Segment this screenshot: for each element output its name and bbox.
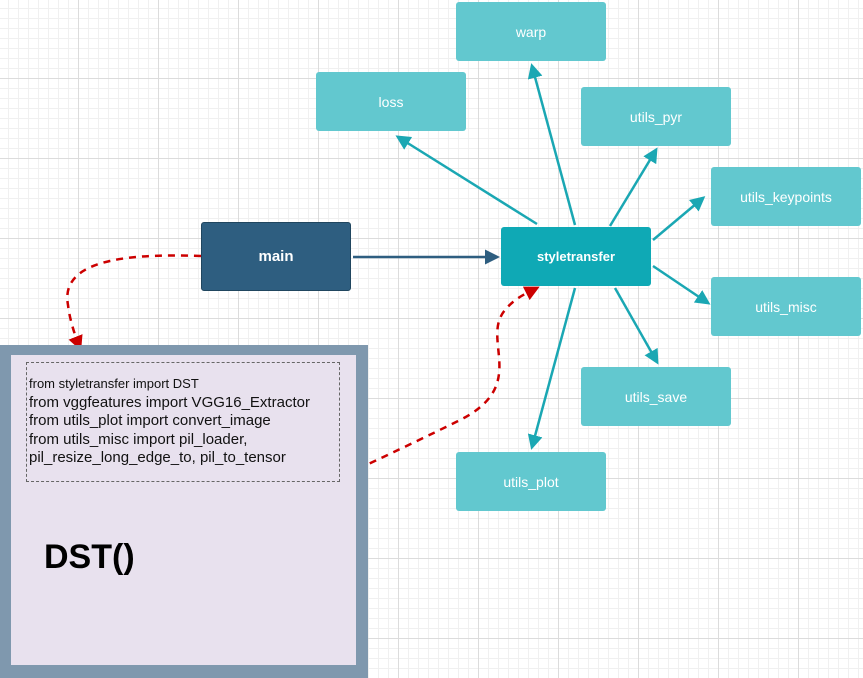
node-utils-keypoints-label: utils_keypoints	[740, 188, 832, 205]
node-warp[interactable]: warp	[456, 2, 606, 61]
node-styletransfer-label: styletransfer	[536, 249, 616, 264]
dst-call[interactable]: DST()	[44, 538, 135, 576]
edge-styletransfer-utils-plot	[527, 287, 577, 450]
node-utils-keypoints[interactable]: utils_keypoints	[711, 167, 861, 226]
node-styletransfer[interactable]: styletransfer	[501, 227, 651, 286]
edge-styletransfer-utils-save	[613, 287, 659, 365]
node-utils-pyr-label: utils_pyr	[629, 108, 683, 125]
node-utils-misc[interactable]: utils_misc	[711, 277, 861, 336]
edge-styletransfer-warp	[527, 63, 577, 226]
node-utils-pyr[interactable]: utils_pyr	[581, 87, 731, 146]
code-panel: from styletransfer import DST from vggfe…	[0, 345, 368, 678]
edge-styletransfer-utils-misc	[652, 264, 711, 305]
node-utils-save[interactable]: utils_save	[581, 367, 731, 426]
node-loss[interactable]: loss	[316, 72, 466, 131]
node-warp-label: warp	[515, 23, 547, 40]
import-line: from styletransfer import DST	[29, 376, 199, 391]
import-line: from utils_misc import pil_loader,	[29, 430, 248, 448]
node-utils-plot-label: utils_plot	[503, 473, 559, 490]
node-utils-misc-label: utils_misc	[755, 298, 817, 315]
node-loss-label: loss	[378, 93, 404, 110]
edge-styletransfer-loss	[395, 135, 538, 226]
import-line: from vggfeatures import VGG16_Extractor	[29, 393, 310, 411]
import-block[interactable]: from styletransfer import DST from vggfe…	[26, 362, 340, 482]
edge-styletransfer-utils-keypoints	[652, 196, 706, 241]
import-line: from utils_plot import convert_image	[29, 412, 271, 429]
dashed-arrow-main-to-code	[66, 254, 202, 351]
import-line: pil_resize_long_edge_to, pil_to_tensor	[29, 449, 286, 466]
node-main[interactable]: main	[201, 222, 351, 291]
node-main-label: main	[258, 248, 294, 265]
edge-styletransfer-utils-pyr	[608, 147, 658, 227]
node-utils-save-label: utils_save	[624, 388, 688, 405]
code-panel-body: from styletransfer import DST from vggfe…	[11, 355, 356, 665]
node-utils-plot[interactable]: utils_plot	[456, 452, 606, 511]
